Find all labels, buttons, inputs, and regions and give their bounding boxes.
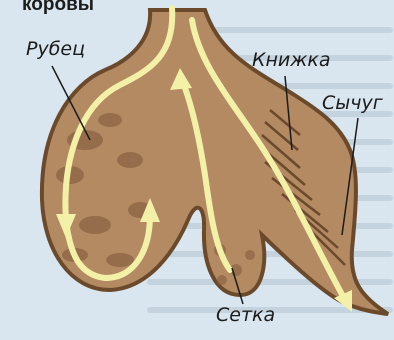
label-rumen: Рубец — [26, 38, 85, 60]
label-abomasum: Сычуг — [322, 92, 383, 114]
label-reticulum: Сетка — [216, 304, 275, 326]
label-omasum: Книжка — [252, 49, 331, 71]
stomach-outline — [42, 10, 388, 314]
